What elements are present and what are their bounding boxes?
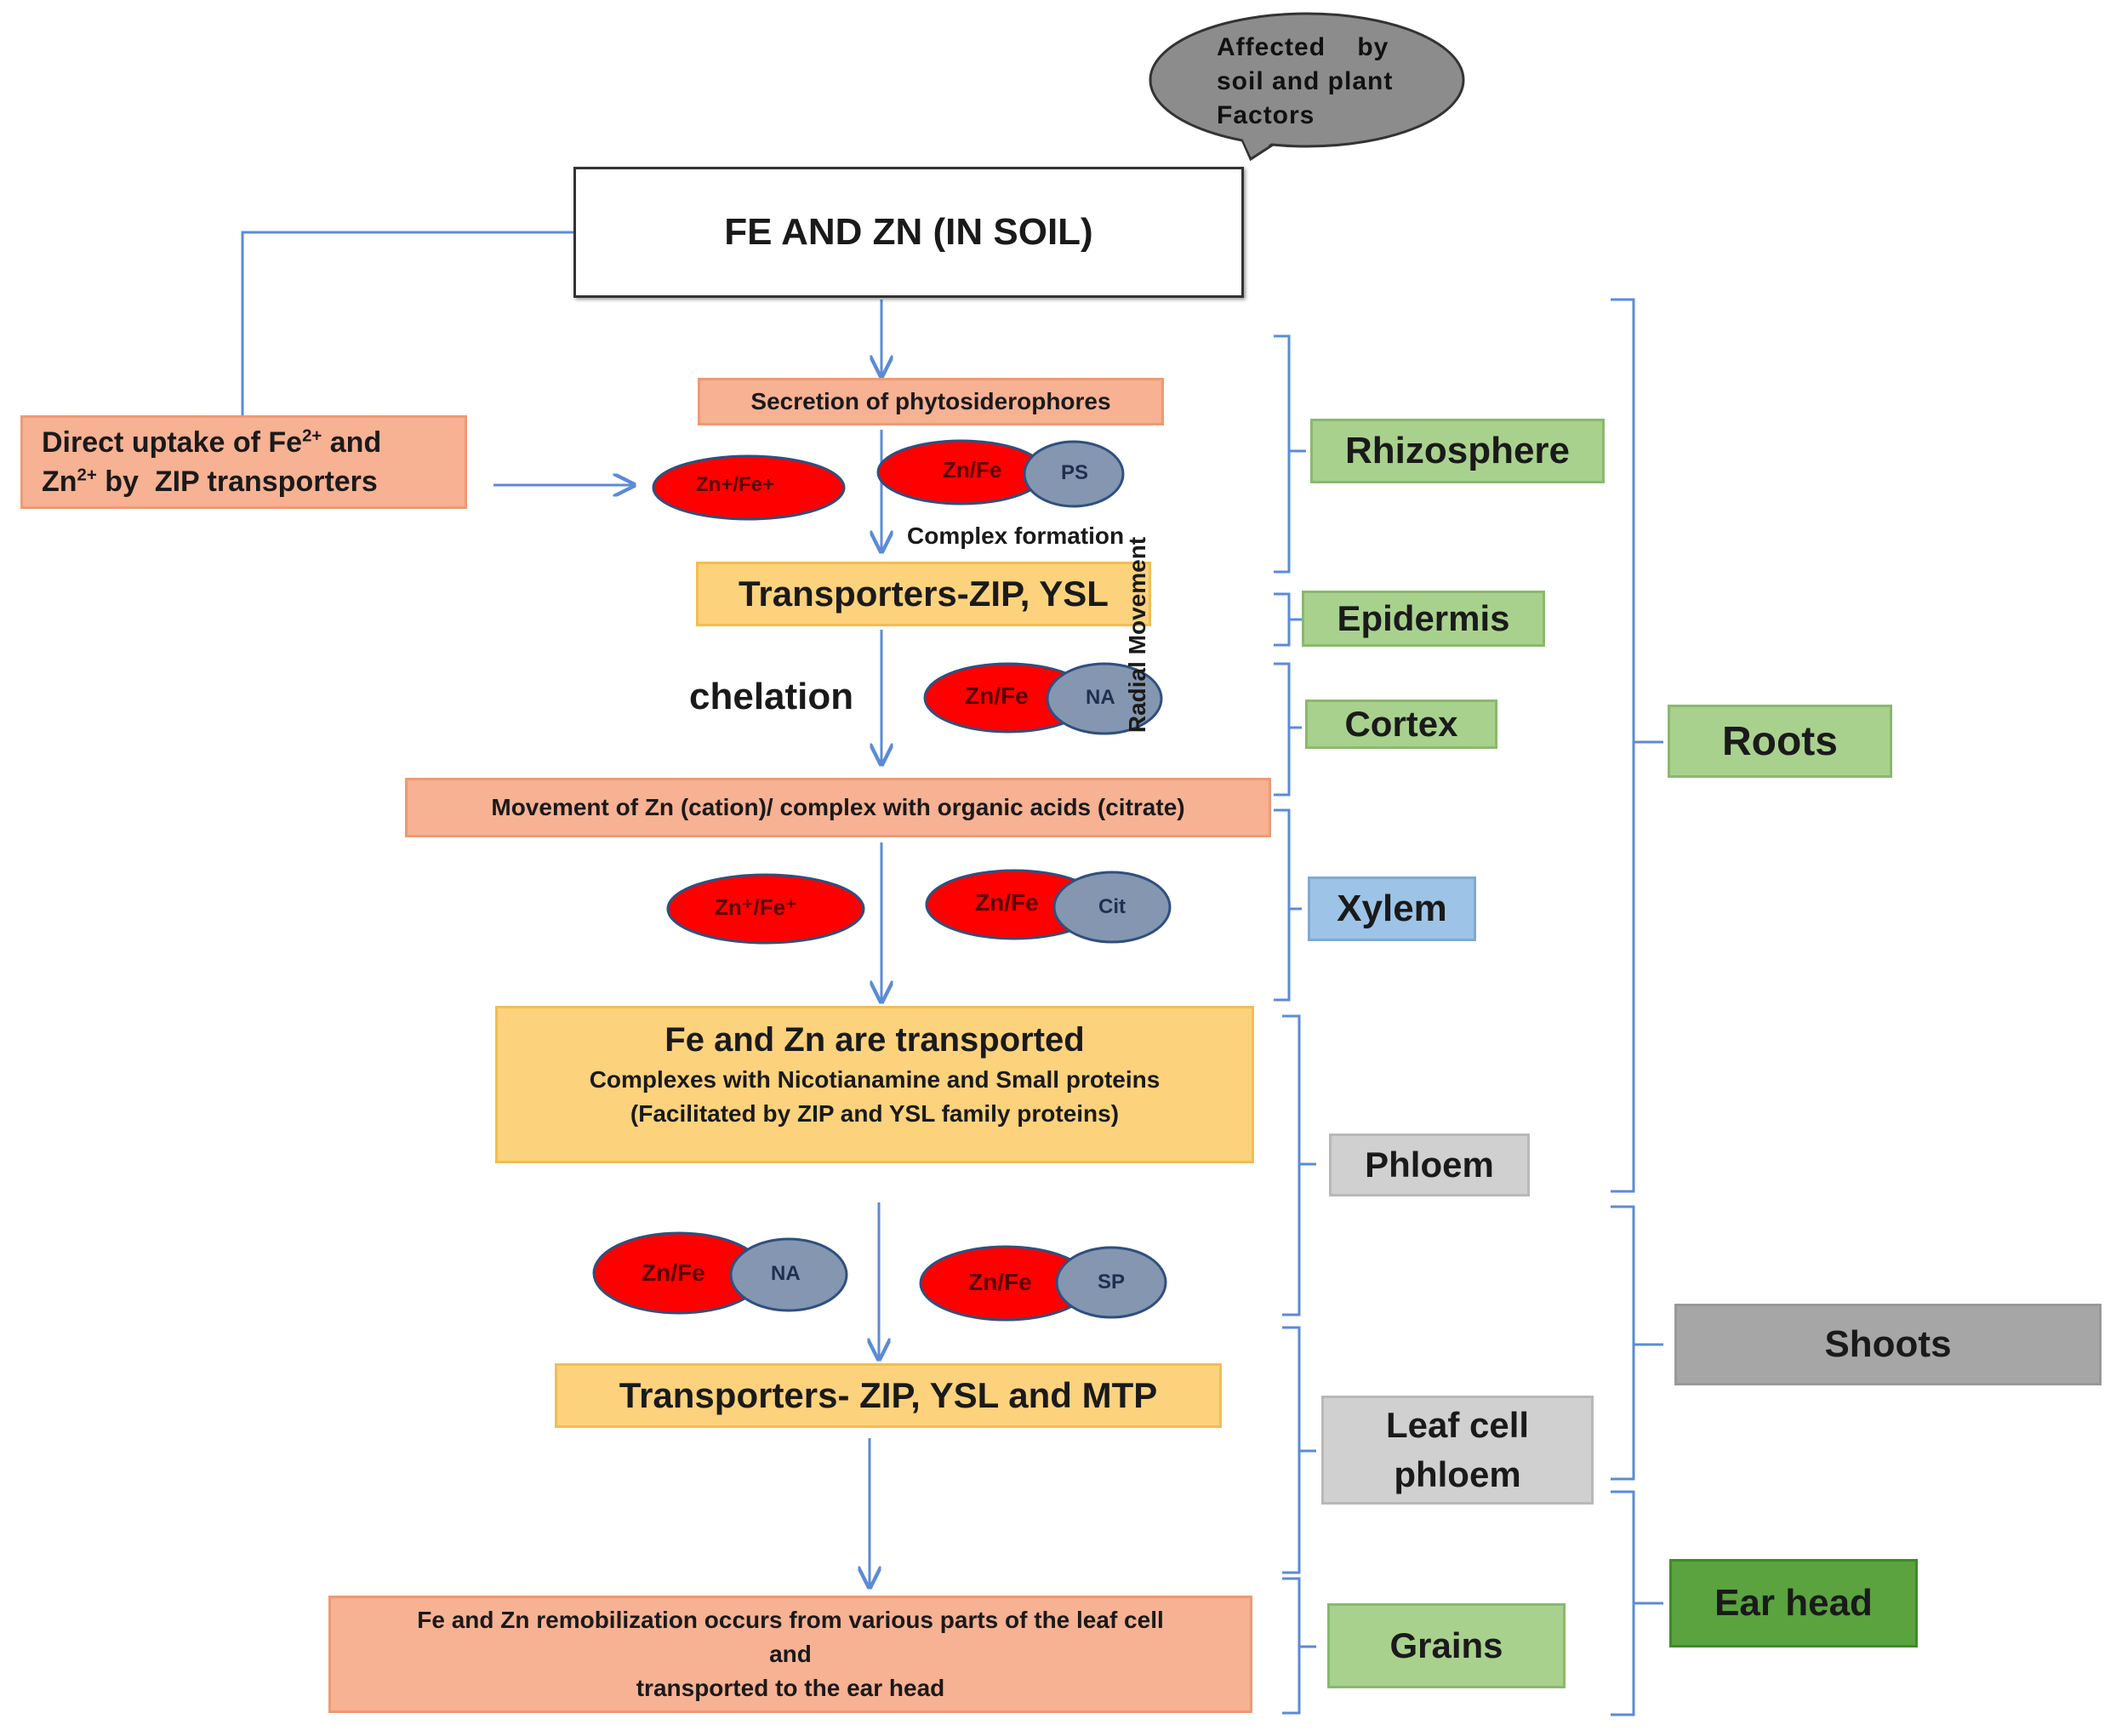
fe-zn-transported-line-2: Complexes with Nicotianamine and Small p… xyxy=(589,1066,1161,1093)
fe-zn-transported-box: Fe and Zn are transported Complexes with… xyxy=(495,1006,1254,1163)
oval-label-zn-fe-cation: Zn⁺/Fe⁺ xyxy=(715,894,797,920)
soil-to-direct-uptake-line xyxy=(241,231,575,415)
callout-line-3: Factors xyxy=(1217,101,1315,129)
tissue-phloem: Phloem xyxy=(1329,1134,1530,1196)
tissue-leaf-cell-phloem: Leaf cell phloem xyxy=(1321,1396,1594,1505)
callout-line-2: soil and plant xyxy=(1217,67,1394,95)
oval-label-ps: PS xyxy=(1061,461,1089,484)
brace-epidermis xyxy=(1274,592,1302,647)
tissue-grains: Grains xyxy=(1327,1603,1566,1688)
direct-uptake-line-1: Direct uptake of Fe2+ and xyxy=(42,426,382,459)
transporters-zip-ysl-mtp-box: Transporters- ZIP, YSL and MTP xyxy=(555,1363,1222,1428)
organ-ear-head: Ear head xyxy=(1669,1559,1918,1647)
oval-cit xyxy=(1052,871,1172,944)
oval-label-sp: SP xyxy=(1098,1271,1126,1293)
chelation-label: chelation xyxy=(689,676,854,717)
complex-formation-label: Complex formation xyxy=(907,523,1125,549)
fe-zn-transported-line-3: (Facilitated by ZIP and YSL family prote… xyxy=(630,1100,1120,1127)
callout-line-1: Affected by xyxy=(1217,33,1389,61)
direct-uptake-box: Direct uptake of Fe2+ and Zn2+ by ZIP tr… xyxy=(20,415,467,509)
brace-roots xyxy=(1611,298,1663,1193)
brace-ear-head xyxy=(1611,1490,1663,1716)
callout-bubble xyxy=(1149,12,1465,162)
tissue-xylem: Xylem xyxy=(1308,877,1476,941)
brace-rhizosphere xyxy=(1274,334,1306,574)
brace-leaf-cell-phloem xyxy=(1282,1326,1316,1574)
movement-zn-label: Movement of Zn (cation)/ complex with or… xyxy=(491,794,1185,820)
oval-zn-fe-plus xyxy=(652,454,846,521)
soil-box-title: FE AND ZN (IN SOIL) xyxy=(724,211,1093,253)
transporters-zip-ysl-mtp-label: Transporters- ZIP, YSL and MTP xyxy=(619,1375,1158,1415)
radial-movement-label: Radial Movement xyxy=(1124,536,1150,734)
transporters-zip-ysl-label: Transporters-ZIP, YSL xyxy=(739,574,1109,614)
brace-shoots xyxy=(1611,1205,1663,1481)
oval-label-zn-fe-4: Zn/Fe xyxy=(642,1259,705,1286)
oval-label-cit: Cit xyxy=(1098,895,1126,918)
oval-label-na-2: NA xyxy=(771,1262,801,1285)
oval-na-2 xyxy=(729,1237,848,1312)
transporters-zip-ysl-box: Transporters-ZIP, YSL xyxy=(696,562,1151,626)
remobilization-line-1: Fe and Zn remobilization occurs from var… xyxy=(417,1607,1164,1633)
soil-box: FE AND ZN (IN SOIL) xyxy=(573,167,1244,298)
oval-label-zn-fe-plus: Zn+/Fe+ xyxy=(696,473,775,496)
remobilization-line-3: transported to the ear head xyxy=(636,1675,945,1701)
fe-zn-transported-title: Fe and Zn are transported xyxy=(664,1021,1085,1059)
brace-phloem xyxy=(1282,1014,1316,1316)
oval-label-zn-fe-5: Zn/Fe xyxy=(968,1269,1032,1295)
secretion-label: Secretion of phytosiderophores xyxy=(750,388,1111,414)
brace-cortex xyxy=(1274,662,1302,797)
organ-shoots: Shoots xyxy=(1674,1304,2102,1385)
secretion-box: Secretion of phytosiderophores xyxy=(698,378,1164,425)
movement-zn-box: Movement of Zn (cation)/ complex with or… xyxy=(405,778,1271,837)
oval-label-zn-fe-3: Zn/Fe xyxy=(975,889,1039,916)
brace-xylem xyxy=(1274,808,1302,1002)
tissue-cortex: Cortex xyxy=(1305,700,1497,749)
oval-label-zn-fe-2: Zn/Fe xyxy=(965,682,1029,709)
oval-na-1 xyxy=(1046,662,1163,735)
oval-label-zn-fe-1: Zn/Fe xyxy=(943,457,1002,483)
oval-sp xyxy=(1055,1246,1167,1319)
brace-grains xyxy=(1282,1577,1316,1715)
oval-label-na-1: NA xyxy=(1086,686,1115,709)
oval-zn-fe-cation xyxy=(666,873,865,945)
remobilization-box: Fe and Zn remobilization occurs from var… xyxy=(328,1596,1252,1713)
tissue-rhizosphere: Rhizosphere xyxy=(1310,419,1605,483)
callout-text: Affected by soil and plant Factors xyxy=(1217,31,1393,133)
remobilization-line-2: and xyxy=(769,1641,812,1667)
tissue-epidermis: Epidermis xyxy=(1302,591,1545,647)
direct-uptake-line-2: Zn2+ by ZIP transporters xyxy=(42,465,378,498)
organ-roots: Roots xyxy=(1668,705,1892,778)
oval-ps xyxy=(1023,440,1125,508)
